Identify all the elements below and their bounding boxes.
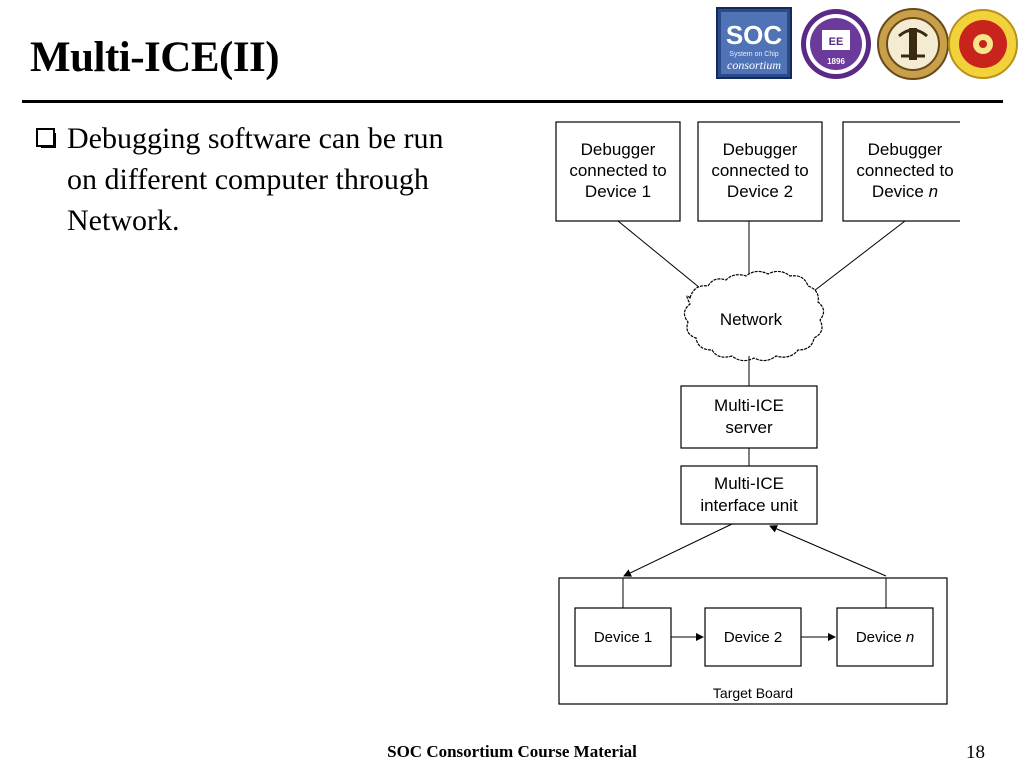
device-box-1: Device 1	[574, 607, 672, 667]
red-flower-seal	[948, 9, 1018, 79]
debugger-box-1: Debugger connected to Device 1	[555, 121, 681, 222]
debugger-1-line2: connected to	[569, 161, 666, 180]
footer-course-material: SOC Consortium Course Material	[387, 742, 637, 761]
network-label: Network	[720, 310, 783, 329]
debugger-2-line3: Device 2	[727, 182, 793, 201]
slide-title: Multi-ICE(II)	[30, 34, 280, 81]
multi-ice-diagram: Debugger connected to Device 1 Debugger …	[555, 121, 960, 705]
debugger-box-2: Debugger connected to Device 2	[697, 121, 823, 222]
debugger-n-line2: connected to	[856, 161, 953, 180]
device-2-label: Device 2	[724, 629, 782, 646]
arrow-board-to-interface	[769, 525, 887, 577]
purple-seal-year: 1896	[827, 57, 845, 66]
target-board-label: Target Board	[713, 685, 793, 701]
debugger-2-line2: connected to	[711, 161, 808, 180]
link-debuggern-network	[809, 220, 906, 295]
multi-ice-interface-unit-box: Multi-ICE interface unit	[680, 465, 818, 525]
bullet-text: Debugging software can be run on differe…	[67, 122, 444, 237]
soc-logo-tagline: System on Chip	[729, 51, 779, 58]
logo-strip: SOC System on Chip consortium EE 1896	[715, 6, 1019, 82]
purple-seal-text: EE	[829, 36, 844, 48]
page-number: 18	[966, 742, 985, 763]
interface-line2: interface unit	[700, 496, 798, 515]
debugger-1-line1: Debugger	[581, 140, 656, 159]
checkbox-bullet-icon	[36, 128, 56, 148]
soc-logo-text: SOC	[726, 20, 783, 50]
server-line2: server	[725, 418, 773, 437]
debugger-box-n: Debugger connected to Device n	[842, 121, 960, 222]
purple-university-seal: EE 1896	[801, 9, 871, 79]
network-cloud: Network	[683, 270, 825, 362]
soc-logo-consortium: consortium	[727, 58, 781, 72]
device-n-label: Device n	[856, 629, 914, 646]
debugger-n-line1: Debugger	[868, 140, 943, 159]
bullet-item: Debugging software can be run on differe…	[36, 118, 476, 241]
device-box-2: Device 2	[704, 607, 802, 667]
title-divider	[22, 100, 1003, 103]
server-line1: Multi-ICE	[714, 396, 784, 415]
device-box-n: Device n	[836, 607, 934, 667]
arrow-interface-to-board	[623, 523, 733, 577]
interface-line1: Multi-ICE	[714, 474, 784, 493]
link-debugger1-network	[617, 220, 701, 289]
soc-consortium-logo: SOC System on Chip consortium	[716, 7, 792, 79]
device-1-label: Device 1	[594, 629, 652, 646]
debugger-2-line1: Debugger	[723, 140, 798, 159]
multi-ice-server-box: Multi-ICE server	[680, 385, 818, 449]
gold-university-seal	[877, 8, 949, 80]
debugger-1-line3: Device 1	[585, 182, 651, 201]
logos-svg: SOC System on Chip consortium EE 1896	[716, 7, 1018, 80]
debugger-n-line3: Device n	[872, 182, 938, 201]
